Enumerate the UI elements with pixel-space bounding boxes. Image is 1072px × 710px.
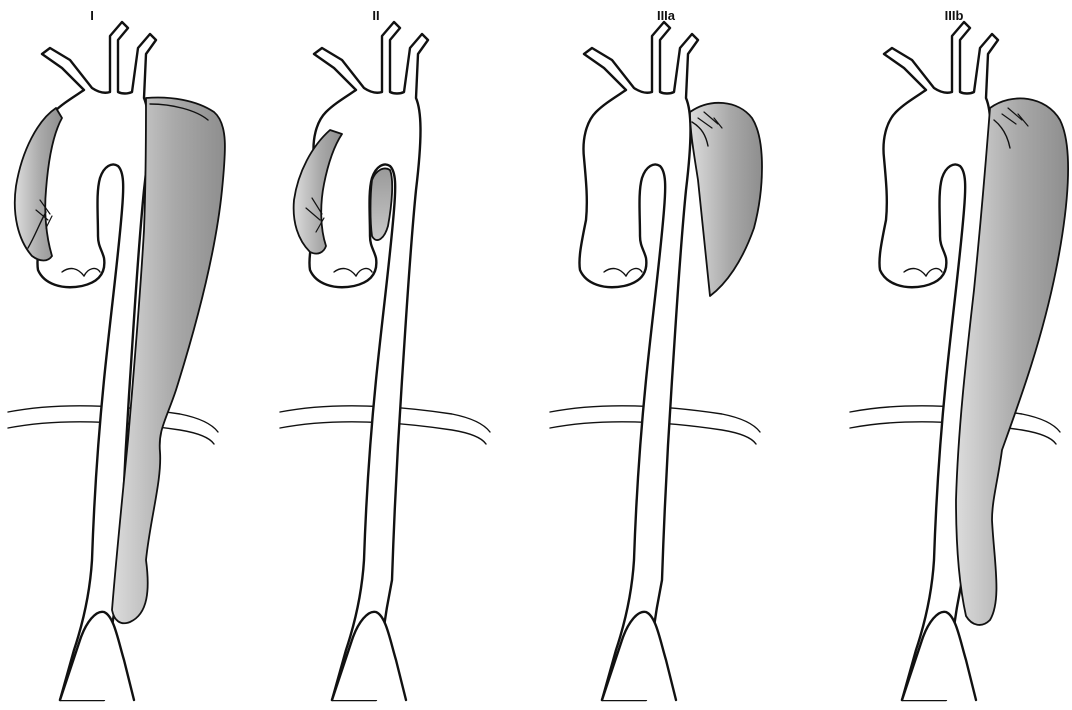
aorta-drawing-type-1 — [8, 22, 225, 700]
panel-label-type-3a: IIIa — [657, 8, 676, 23]
panel-label-type-1: I — [90, 8, 94, 23]
aorta-drawing-type-3a — [550, 22, 762, 700]
panel-label-type-2: II — [372, 8, 379, 23]
panel-type-1: I — [8, 8, 225, 700]
panel-type-3a: IIIa — [550, 8, 762, 700]
panel-type-2: II — [280, 8, 490, 700]
false-lumen-thoracic — [690, 103, 762, 296]
aorta-drawing-type-3b — [850, 22, 1068, 700]
panel-label-type-3b: IIIb — [945, 8, 964, 23]
panel-type-3b: IIIb — [850, 8, 1068, 700]
aorta-drawing-type-2 — [280, 22, 490, 700]
